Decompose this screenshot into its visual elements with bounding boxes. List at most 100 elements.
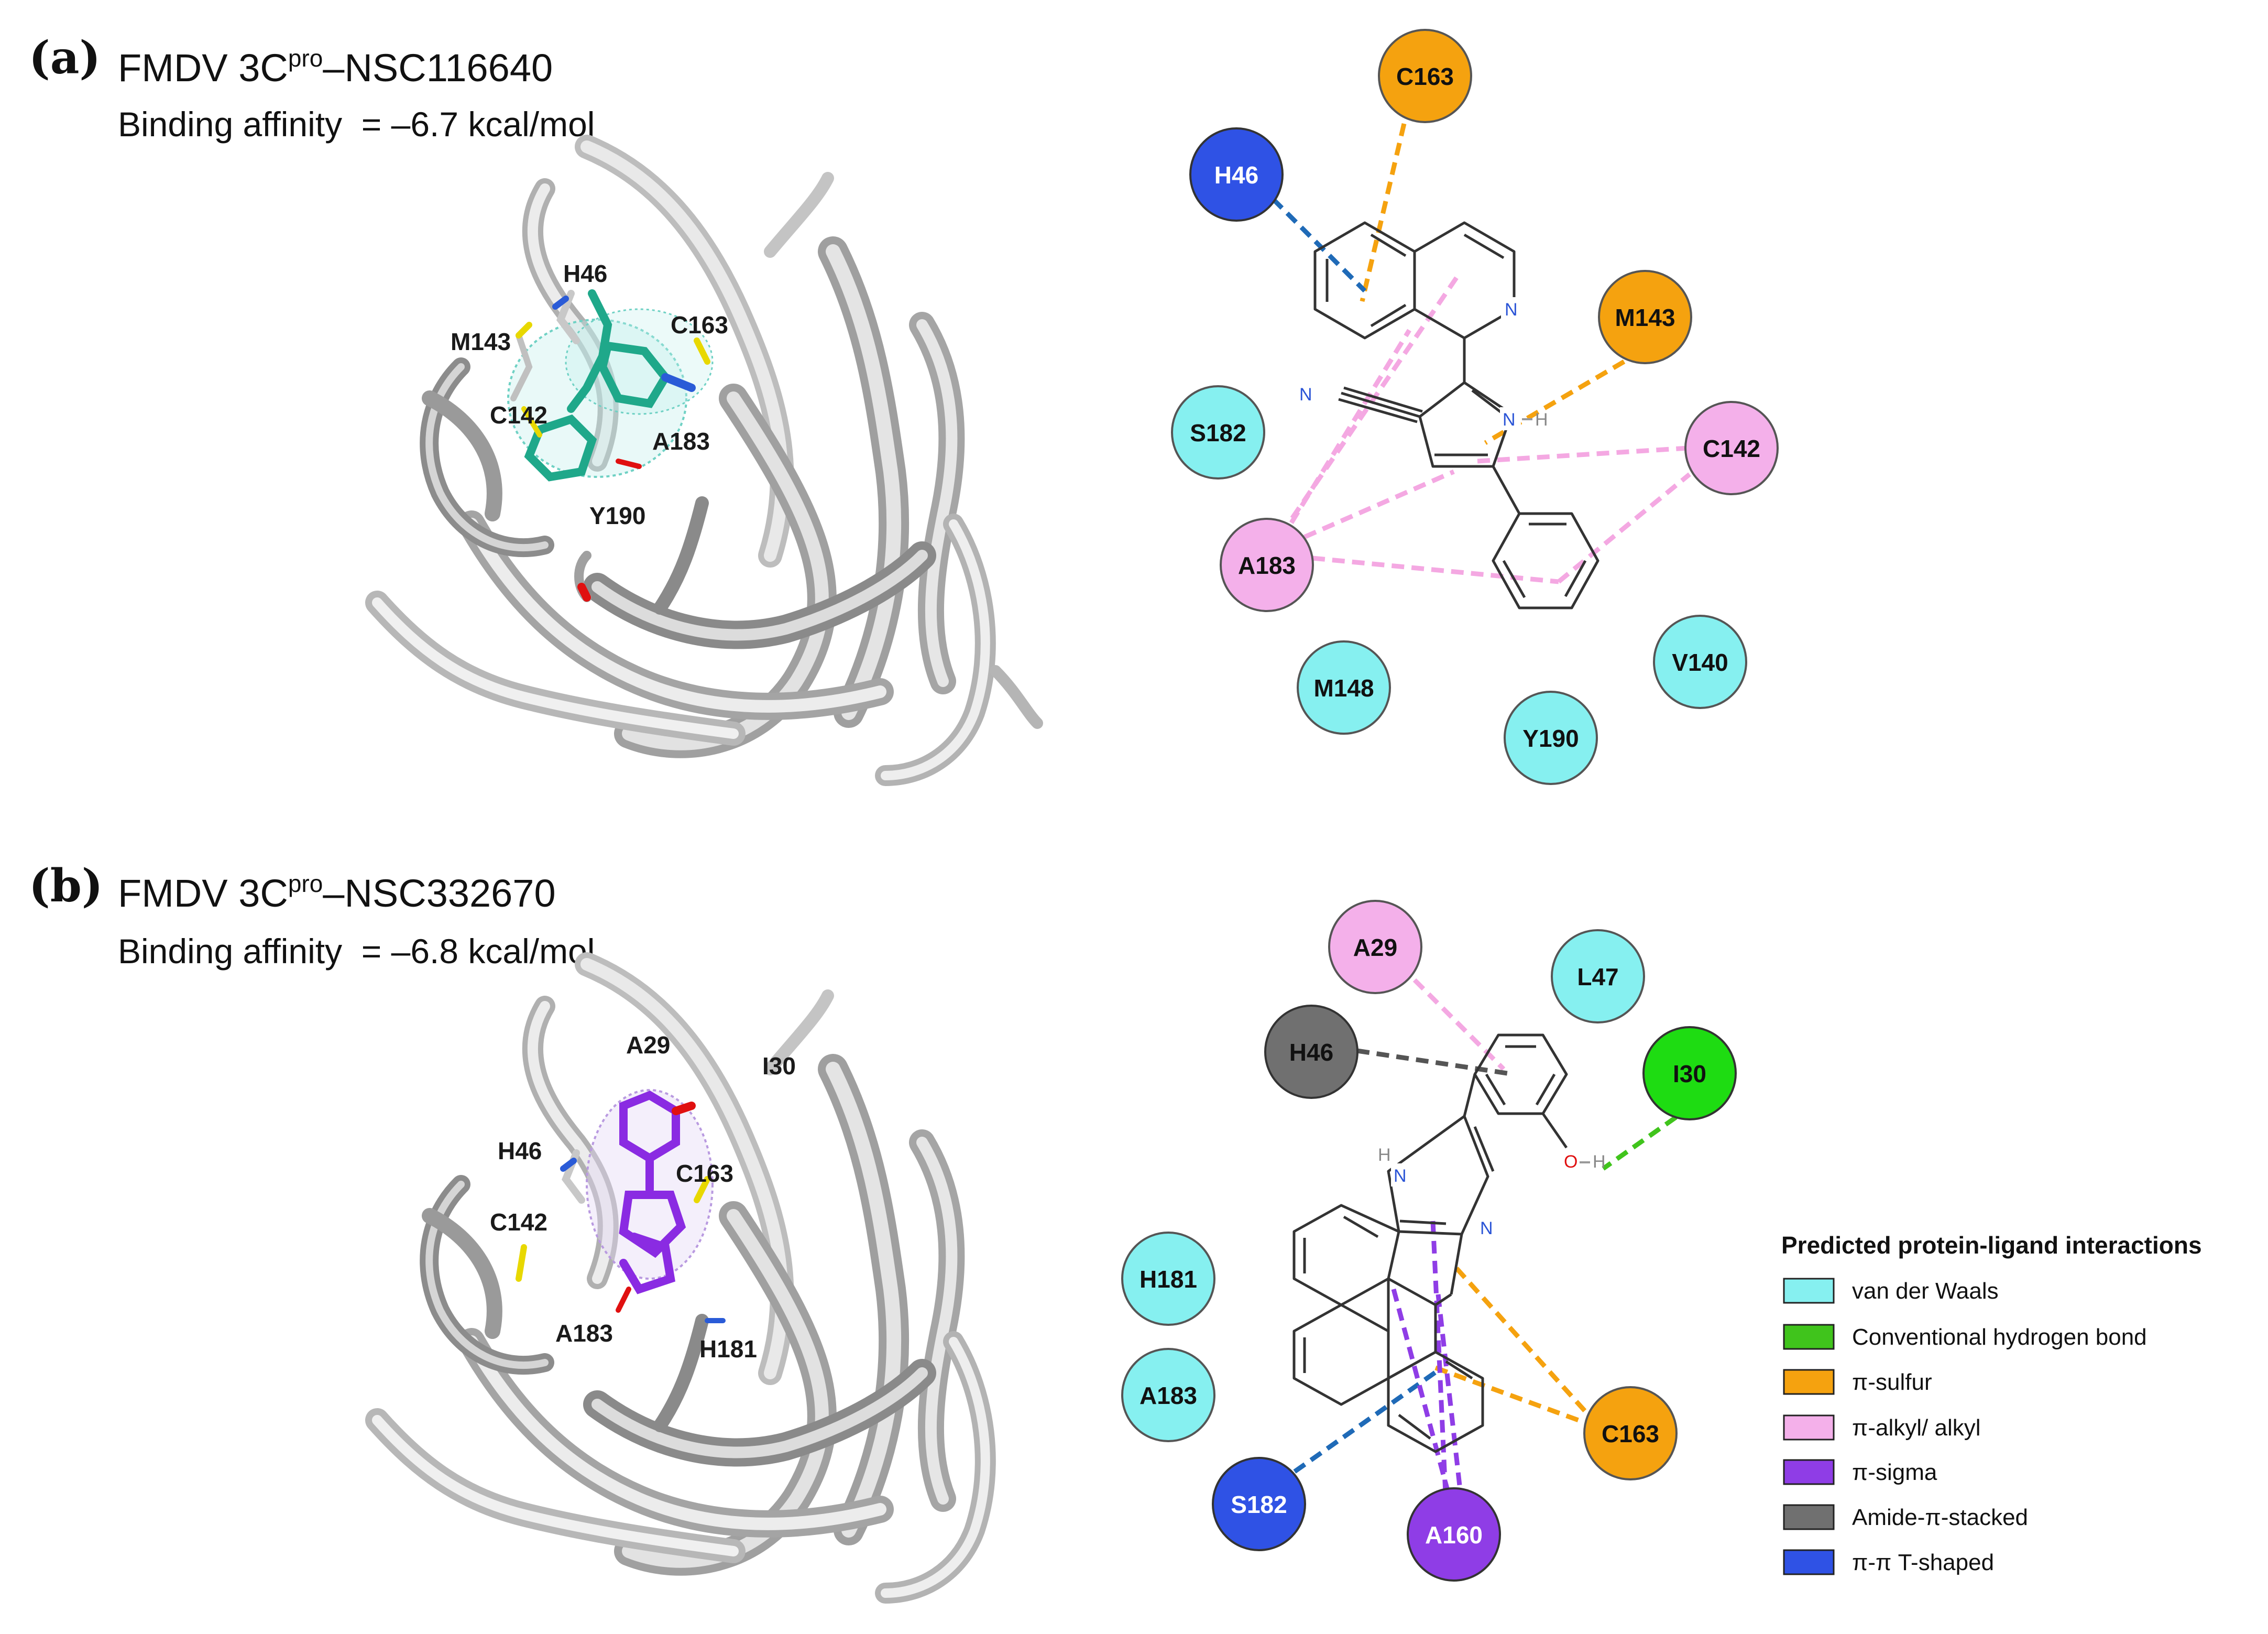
svg-text:H181: H181 xyxy=(1140,1266,1197,1293)
svg-text:M143: M143 xyxy=(1615,304,1675,331)
interaction-line xyxy=(1356,1048,1515,1077)
ribbon-label: C163 xyxy=(671,311,728,339)
interaction-line xyxy=(1279,276,1459,536)
svg-text:C163: C163 xyxy=(1602,1420,1659,1447)
svg-text:π-sigma: π-sigma xyxy=(1852,1459,1937,1485)
residue-a160: A160 xyxy=(1407,1487,1501,1582)
interaction-line xyxy=(1360,123,1407,302)
panel-b-ligand-3d xyxy=(619,1091,696,1294)
interaction-line xyxy=(1557,472,1691,584)
ribbon-label: H181 xyxy=(699,1335,757,1363)
residue-h46: H46 xyxy=(1264,1005,1358,1099)
panel-a-title: FMDV 3Cpro–NSC116640 xyxy=(118,45,553,90)
residue-a29: A29 xyxy=(1328,900,1422,994)
svg-text:π-π T-shaped: π-π T-shaped xyxy=(1852,1550,1994,1575)
ribbon-label: M143 xyxy=(451,328,511,355)
interaction-line xyxy=(1391,1288,1454,1505)
atom-h: H xyxy=(1535,410,1548,430)
panel-b-label: (b) xyxy=(29,859,103,912)
panel-a-atom-labels: N N N H xyxy=(1299,297,1548,430)
panel-a-label: (a) xyxy=(29,31,101,84)
legend-title: Predicted protein-ligand interactions xyxy=(1781,1232,2202,1259)
svg-text:π-sulfur: π-sulfur xyxy=(1852,1369,1932,1395)
svg-text:S182: S182 xyxy=(1231,1491,1287,1518)
residue-l47: L47 xyxy=(1551,929,1645,1023)
ribbon-label: A29 xyxy=(626,1031,670,1059)
interaction-line xyxy=(1277,1368,1440,1485)
svg-text:π-alkyl/ alkyl: π-alkyl/ alkyl xyxy=(1852,1415,1981,1441)
svg-text:S182: S182 xyxy=(1190,419,1246,446)
residue-m143: M143 xyxy=(1598,270,1692,364)
legend-item: π-alkyl/ alkyl xyxy=(1783,1414,1981,1441)
atom-o: O xyxy=(1564,1152,1577,1172)
svg-text:Amide-π-stacked: Amide-π-stacked xyxy=(1852,1505,2028,1530)
residue-h181: H181 xyxy=(1121,1232,1215,1326)
panel-b-side-chains xyxy=(516,1149,726,1323)
interaction-line xyxy=(1312,555,1559,584)
svg-text:I30: I30 xyxy=(1673,1060,1706,1087)
ribbon-label: C142 xyxy=(490,1208,547,1236)
legend-item: π-π T-shaped xyxy=(1783,1549,1994,1575)
panel-b-interaction-lines xyxy=(1277,978,1694,1505)
svg-text:V140: V140 xyxy=(1672,649,1728,676)
legend-item: van der Waals xyxy=(1783,1278,1999,1304)
atom-n: N xyxy=(1394,1166,1407,1186)
ribbon-label: H46 xyxy=(498,1137,542,1164)
svg-text:A29: A29 xyxy=(1353,934,1397,961)
panel-a-interaction-lines xyxy=(1271,123,1691,584)
svg-text:H46: H46 xyxy=(1289,1039,1333,1066)
legend-swatch xyxy=(1783,1369,1835,1395)
residue-c163: C163 xyxy=(1583,1386,1678,1480)
residue-a183: A183 xyxy=(1220,518,1314,612)
residue-c142: C142 xyxy=(1684,401,1779,495)
panel-a: (a) FMDV 3Cpro–NSC116640 Binding affinit… xyxy=(29,29,1779,786)
residue-v140: V140 xyxy=(1653,615,1747,709)
interaction-line xyxy=(1412,978,1506,1071)
atom-n: N xyxy=(1503,410,1516,430)
ribbon-label: I30 xyxy=(762,1052,796,1080)
legend-swatch xyxy=(1783,1414,1835,1441)
legend-swatch xyxy=(1783,1549,1835,1575)
interaction-line xyxy=(1484,360,1626,445)
panel-b-affinity: Binding affinity = –6.8 kcal/mol xyxy=(118,932,595,971)
ribbon-label: A183 xyxy=(652,428,710,455)
atom-n: N xyxy=(1505,300,1518,320)
panel-a-affinity: Binding affinity = –6.7 kcal/mol xyxy=(118,105,595,144)
interaction-line xyxy=(1454,1266,1600,1428)
ribbon-label: Y190 xyxy=(589,502,645,529)
panel-b-ligand-2d xyxy=(1292,1033,1568,1453)
svg-text:A160: A160 xyxy=(1425,1521,1483,1549)
legend-swatch xyxy=(1783,1324,1835,1350)
legend: Predicted protein-ligand interactions va… xyxy=(1781,1232,2202,1575)
residue-m148: M148 xyxy=(1297,640,1391,735)
legend-item: Amide-π-stacked xyxy=(1783,1504,2028,1530)
legend-item: π-sigma xyxy=(1783,1459,1937,1485)
legend-swatch xyxy=(1783,1504,1835,1530)
svg-text:H46: H46 xyxy=(1214,161,1258,189)
svg-text:L47: L47 xyxy=(1577,963,1618,990)
interaction-line xyxy=(1285,469,1455,548)
residue-s182: S182 xyxy=(1212,1457,1306,1551)
atom-h: H xyxy=(1593,1152,1606,1172)
ribbon-label: C142 xyxy=(490,401,547,429)
svg-text:A183: A183 xyxy=(1140,1382,1197,1409)
panel-b: (b) FMDV 3Cpro–NSC332670 Binding affinit… xyxy=(29,859,2202,1604)
panel-a-ribbon-labels: H46 M143 C163 C142 A183 Y190 xyxy=(451,260,728,529)
panel-b-protein-ribbon xyxy=(365,952,996,1604)
interaction-line xyxy=(1436,1294,1464,1505)
interaction-line xyxy=(1279,329,1411,541)
panel-b-atom-labels: N H N O H xyxy=(1378,1145,1606,1239)
svg-text:van der Waals: van der Waals xyxy=(1852,1278,1999,1304)
legend-swatch xyxy=(1783,1459,1835,1485)
residue-i30: I30 xyxy=(1642,1026,1737,1120)
panel-b-title: FMDV 3Cpro–NSC332670 xyxy=(118,870,556,915)
panel-a-residues: C163 H46 M143 S182 C142 A183 xyxy=(1171,29,1779,785)
panel-a-protein-ribbon xyxy=(365,135,1043,786)
panel-b-ribbon-labels: A29 I30 H46 C163 C142 A183 H181 xyxy=(490,1031,796,1363)
panel-b-residues: A29 L47 H46 I30 H181 A183 xyxy=(1121,900,1737,1582)
svg-text:Y190: Y190 xyxy=(1522,725,1579,752)
legend-item: π-sulfur xyxy=(1783,1369,1932,1395)
panel-a-ligand-3d xyxy=(524,289,696,482)
legend-swatch xyxy=(1783,1278,1835,1304)
